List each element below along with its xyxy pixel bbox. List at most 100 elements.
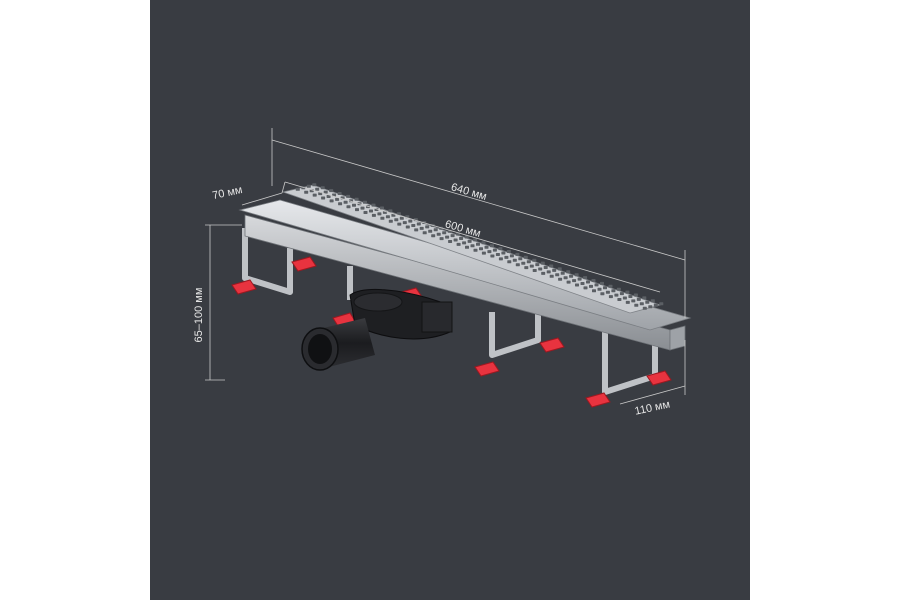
- grate-perforation: [575, 283, 579, 287]
- foot-8: [646, 370, 672, 386]
- grate-perforation: [306, 184, 311, 188]
- grate-perforation: [498, 247, 503, 251]
- grate-perforation: [523, 255, 528, 259]
- dimension-line-width: [241, 192, 283, 206]
- grate-perforation: [399, 216, 404, 220]
- grate-perforation: [416, 222, 421, 226]
- grate-perforation: [628, 295, 633, 298]
- grate-perforation: [433, 228, 438, 232]
- grate-perforation: [600, 292, 605, 296]
- grate-perforation: [312, 193, 317, 197]
- grate-perforation: [396, 212, 401, 216]
- label-width: 70 мм: [211, 184, 243, 202]
- dimension-lines: [205, 128, 686, 405]
- grate-perforation: [633, 293, 638, 297]
- grate-perforation: [326, 195, 331, 198]
- grate-perforation: [369, 209, 373, 213]
- grate-perforation: [563, 276, 568, 280]
- grate-perforation: [540, 261, 545, 265]
- foot-5: [474, 361, 500, 377]
- grate-perforation: [566, 280, 571, 284]
- grate-perforation: [591, 279, 596, 282]
- grate-perforation: [552, 268, 557, 272]
- grate-perforation: [442, 231, 447, 235]
- grate-perforation: [583, 286, 588, 290]
- dimension-line-grate-length: [284, 181, 661, 293]
- grate-perforation: [577, 277, 582, 281]
- grate-perforation: [642, 306, 647, 310]
- grate-perforation: [464, 235, 469, 239]
- grate-perforation: [490, 254, 495, 258]
- perforated-steel-grate: [281, 183, 664, 314]
- grate-perforation: [498, 257, 503, 261]
- grate-perforation: [295, 187, 300, 191]
- grate-perforation: [419, 226, 424, 230]
- grate-perforation: [580, 282, 585, 285]
- grate-perforation: [509, 254, 514, 258]
- grate-perforation: [352, 203, 356, 207]
- grate-perforation: [343, 200, 348, 204]
- grate-perforation: [479, 247, 483, 251]
- grate-perforation: [526, 260, 531, 264]
- grate-perforation: [354, 197, 359, 201]
- grate-perforation: [453, 238, 458, 242]
- grate-perforation: [422, 231, 427, 235]
- grate-perforation: [363, 200, 367, 204]
- grate-perforation: [465, 245, 469, 249]
- grate-perforation: [428, 229, 433, 233]
- grate-perforation: [617, 298, 622, 301]
- support-frame-left: [242, 228, 293, 295]
- grate-perforation: [315, 187, 320, 191]
- grate-perforation: [476, 242, 480, 246]
- grate-perforation: [450, 234, 455, 238]
- grate-perforation: [549, 274, 554, 278]
- grate-perforation: [360, 206, 365, 210]
- grate-perforation: [425, 225, 430, 229]
- grate-perforation: [397, 222, 402, 226]
- grate-perforation: [555, 273, 560, 277]
- grate-perforation: [355, 208, 359, 212]
- grate-perforation: [388, 209, 393, 213]
- dimension-line-total-length: [271, 139, 686, 261]
- foot-1: [231, 279, 257, 295]
- grate-perforation: [501, 251, 506, 255]
- grate-perforation: [490, 244, 494, 248]
- grate-perforation: [377, 212, 382, 216]
- shower-drain-diagram: 640 мм 600 мм 70 мм 65–100 мм 110 мм: [193, 128, 692, 418]
- grate-perforation: [518, 257, 523, 261]
- grate-perforation: [639, 302, 644, 306]
- grate-perforation: [445, 235, 450, 239]
- grate-perforation: [495, 253, 500, 256]
- grate-perforation: [616, 287, 621, 291]
- grate-perforation: [414, 228, 419, 232]
- grate-perforation: [648, 305, 653, 309]
- grate-perforation: [439, 237, 444, 241]
- grate-perforation: [385, 215, 390, 219]
- grate-perforation: [653, 303, 658, 307]
- grate-perforation: [566, 270, 571, 274]
- siphon-trap: [349, 288, 453, 340]
- grate-perforation: [346, 205, 351, 209]
- grate-perforation: [625, 300, 630, 304]
- grate-perforation: [634, 303, 639, 307]
- grate-perforation: [614, 293, 619, 297]
- support-frame-middle: [489, 310, 541, 358]
- grate-perforation: [481, 241, 486, 245]
- grate-perforation: [487, 250, 492, 254]
- grate-perforation: [337, 192, 342, 195]
- grate-perforation: [532, 269, 537, 272]
- grate-perforation: [619, 292, 624, 296]
- grate-perforation: [650, 299, 655, 303]
- grate-perforation: [515, 263, 520, 267]
- grate-perforation: [484, 245, 489, 249]
- grate-perforation: [605, 290, 610, 294]
- grate-perforation: [659, 302, 664, 306]
- support-frame-right: [602, 330, 658, 395]
- grate-perforation: [597, 287, 602, 291]
- grate-perforation: [557, 267, 562, 271]
- grate-perforation: [473, 248, 478, 252]
- grate-perforation: [405, 225, 410, 229]
- grate-perforation: [538, 267, 543, 271]
- grate-perforation: [535, 263, 540, 267]
- grate-perforation: [391, 213, 396, 217]
